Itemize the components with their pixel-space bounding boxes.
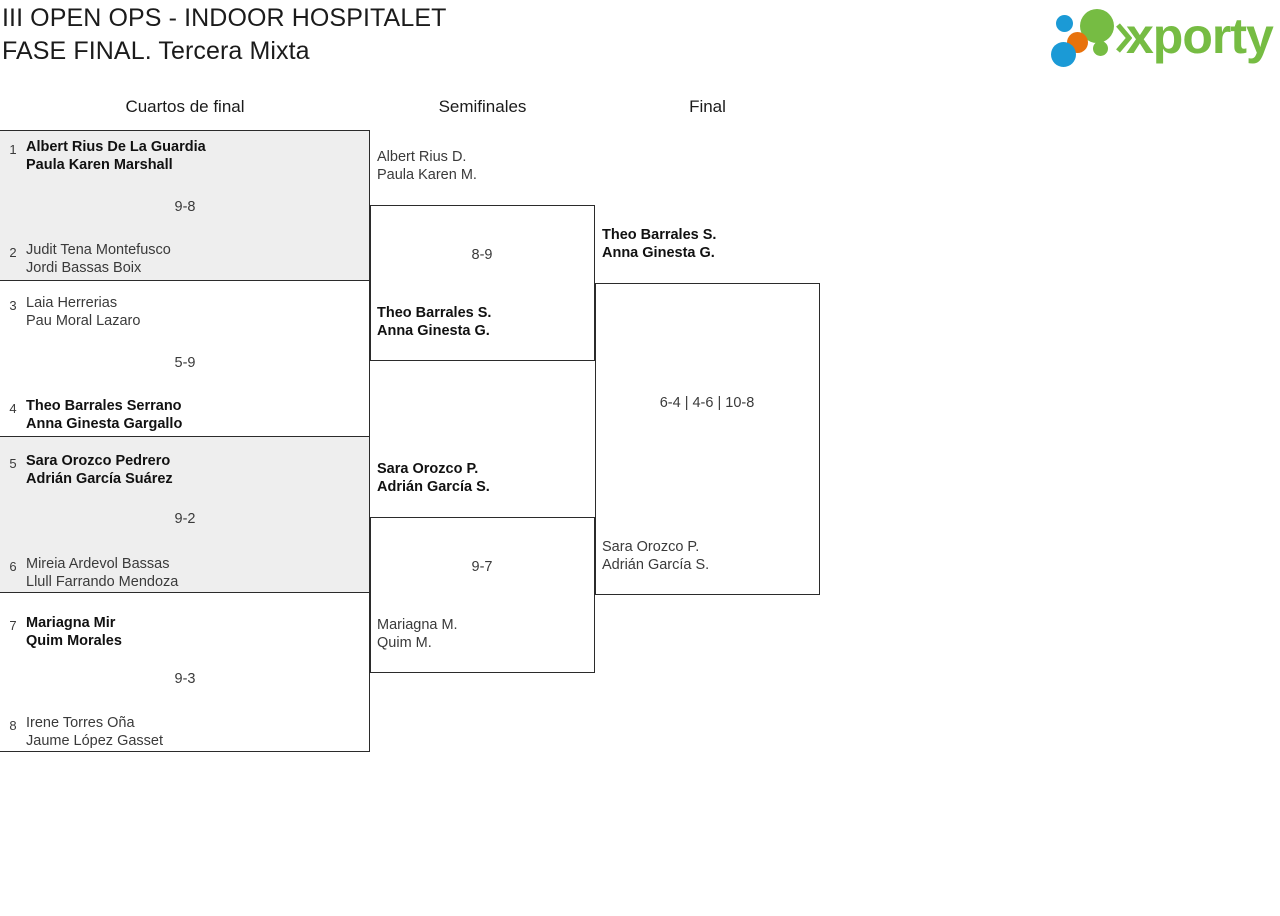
seed-number: 1 [9,142,17,157]
logo-dot-green-small-icon [1093,41,1108,56]
competitor-entry[interactable]: Irene Torres Oña Jaume López Gasset [26,714,163,750]
seed-number: 8 [9,718,17,733]
player-name: Albert Rius D. [377,149,467,165]
player-name: Mireia Ardevol Bassas [26,556,170,572]
player-name: Theo Barrales S. [377,305,492,321]
seed-number: 6 [9,559,17,574]
match-score: 5-9 [174,355,196,371]
competitor-entry-semifinal-2-top[interactable]: Sara Orozco P. Adrián García S. [377,460,490,496]
player-name: Jordi Bassas Boix [26,260,142,276]
player-name: Sara Orozco P. [602,539,700,555]
round-heading-quarterfinals: Cuartos de final [125,97,245,116]
competitor-entry[interactable]: Theo Barrales Serrano Anna Ginesta Garga… [26,397,182,433]
player-name: Adrián García S. [602,557,710,573]
logo-wordmark: xporty [1126,8,1274,64]
seed-number: 4 [9,401,17,416]
player-name: Anna Ginesta G. [377,323,490,339]
tournament-phase: FASE FINAL. Tercera Mixta [2,37,310,65]
seed-number: 5 [9,456,17,471]
seed-number: 3 [9,298,17,313]
competitor-entry[interactable]: Theo Barrales S. Anna Ginesta G. [377,304,491,340]
match-score: 6-4 | 4-6 | 10-8 [659,395,755,411]
seed-number: 2 [9,245,17,260]
match-score: 9-2 [174,511,196,527]
logo-dots-icon [1050,9,1132,67]
match-score: 9-3 [174,671,196,687]
player-name: Mariagna Mir [26,615,116,631]
player-name: Paula Karen M. [377,167,477,183]
match-final[interactable]: 6-4 | 4-6 | 10-8 Sara Orozco P. Adrián G… [595,283,820,595]
logo-dot-blue-large-icon [1051,42,1076,67]
player-name: Sara Orozco P. [377,461,479,477]
competitor-entry[interactable]: Sara Orozco Pedrero Adrián García Suárez [26,452,173,488]
match-semifinal-1[interactable]: 8-9 Theo Barrales S. Anna Ginesta G. [370,205,595,361]
seed-number: 7 [9,618,17,633]
player-name: Anna Ginesta G. [602,245,715,261]
player-name: Adrián García Suárez [26,471,173,487]
competitor-entry-semifinal-1-top[interactable]: Albert Rius D. Paula Karen M. [377,148,477,184]
player-name: Anna Ginesta Gargallo [26,416,183,432]
player-name: Llull Farrando Mendoza [26,574,179,590]
player-name: Adrián García S. [377,479,490,495]
player-name: Mariagna M. [377,617,458,633]
competitor-entry[interactable]: Mariagna Mir Quim Morales [26,614,122,650]
logo-dot-blue-small-icon [1056,15,1073,32]
player-name: Paula Karen Marshall [26,157,173,173]
player-name: Albert Rius De La Guardia [26,139,206,155]
competitor-entry-final-top[interactable]: Theo Barrales S. Anna Ginesta G. [602,226,716,262]
competitor-entry[interactable]: Mireia Ardevol Bassas Llull Farrando Men… [26,555,178,591]
match-score: 9-7 [471,559,493,575]
player-name: Pau Moral Lazaro [26,313,141,329]
page-title: III OPEN OPS - INDOOR HOSPITALET FASE FI… [2,2,446,68]
competitor-entry[interactable]: Mariagna M. Quim M. [377,616,458,652]
tournament-name: III OPEN OPS - INDOOR HOSPITALET [2,4,447,32]
competitor-entry[interactable]: Sara Orozco P. Adrián García S. [602,538,709,574]
competitor-entry[interactable]: Albert Rius De La Guardia Paula Karen Ma… [26,138,206,174]
player-name: Laia Herrerias [26,295,118,311]
tournament-bracket: 1 Albert Rius De La Guardia Paula Karen … [0,130,1280,770]
page-header: III OPEN OPS - INDOOR HOSPITALET FASE FI… [0,0,1280,78]
match-score: 8-9 [471,247,493,263]
competitor-entry[interactable]: Laia Herrerias Pau Moral Lazaro [26,294,140,330]
logo-chevron-right-icon [1116,23,1132,53]
match-quarterfinal-1[interactable]: 1 Albert Rius De La Guardia Paula Karen … [0,130,370,280]
match-quarterfinal-3[interactable]: 5 Sara Orozco Pedrero Adrián García Suár… [0,436,370,592]
round-heading-final: Final [689,97,726,116]
match-score: 9-8 [174,199,196,215]
player-name: Theo Barrales Serrano [26,398,182,414]
player-name: Quim Morales [26,633,122,649]
player-name: Sara Orozco Pedrero [26,453,171,469]
xporty-logo[interactable]: xporty [1050,5,1276,67]
round-heading-semifinals: Semifinales [438,97,527,116]
competitor-entry[interactable]: Judit Tena Montefusco Jordi Bassas Boix [26,241,171,277]
match-quarterfinal-4[interactable]: 7 Mariagna Mir Quim Morales 9-3 8 Irene … [0,592,370,752]
player-name: Judit Tena Montefusco [26,242,171,258]
player-name: Theo Barrales S. [602,227,717,243]
player-name: Jaume López Gasset [26,733,164,749]
player-name: Irene Torres Oña [26,715,135,731]
match-semifinal-2[interactable]: 9-7 Mariagna M. Quim M. [370,517,595,673]
match-quarterfinal-2[interactable]: 3 Laia Herrerias Pau Moral Lazaro 5-9 4 … [0,280,370,436]
player-name: Quim M. [377,635,432,651]
